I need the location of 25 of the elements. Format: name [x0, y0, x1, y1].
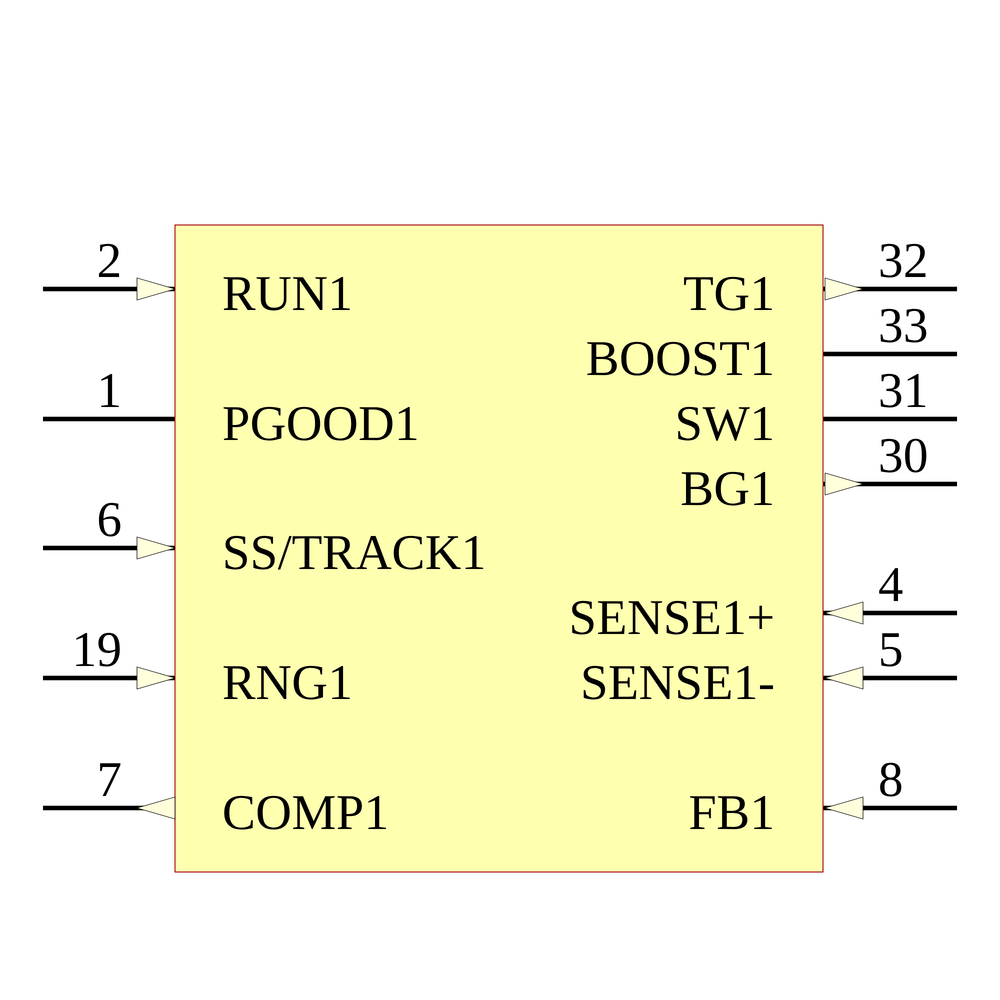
pin-name: BG1: [682, 472, 772, 506]
pin-number: 32: [880, 244, 926, 278]
pin-number: 2: [99, 244, 120, 277]
pin-number: 4: [879, 568, 902, 601]
pin-number: 7: [100, 763, 120, 796]
pin-number: 1: [101, 374, 119, 407]
pin-number: 8: [880, 762, 902, 796]
pin-name: COMP1: [224, 796, 386, 830]
pin-number: 30: [880, 438, 926, 472]
pin-name: RUN1: [224, 276, 350, 310]
pin-name: SS/TRACK1: [226, 536, 484, 570]
pin-name: SW1: [678, 406, 772, 441]
pin-name: FB1: [690, 796, 772, 830]
pin-name: SENSE1-: [584, 666, 773, 700]
pin-name: SENSE1+: [572, 600, 772, 634]
pin-number: 5: [881, 633, 902, 666]
pin-name: BOOST1: [587, 342, 772, 376]
pin-number: 6: [98, 502, 120, 536]
pin-name: TG1: [684, 276, 772, 310]
pin-number: 33: [880, 308, 926, 342]
pin-name: PGOOD1: [224, 406, 416, 440]
pin-number: 19: [76, 632, 120, 666]
ic-body: [174, 224, 824, 872]
pin-number: 31: [880, 374, 926, 408]
pin-name: RNG1: [224, 666, 350, 700]
